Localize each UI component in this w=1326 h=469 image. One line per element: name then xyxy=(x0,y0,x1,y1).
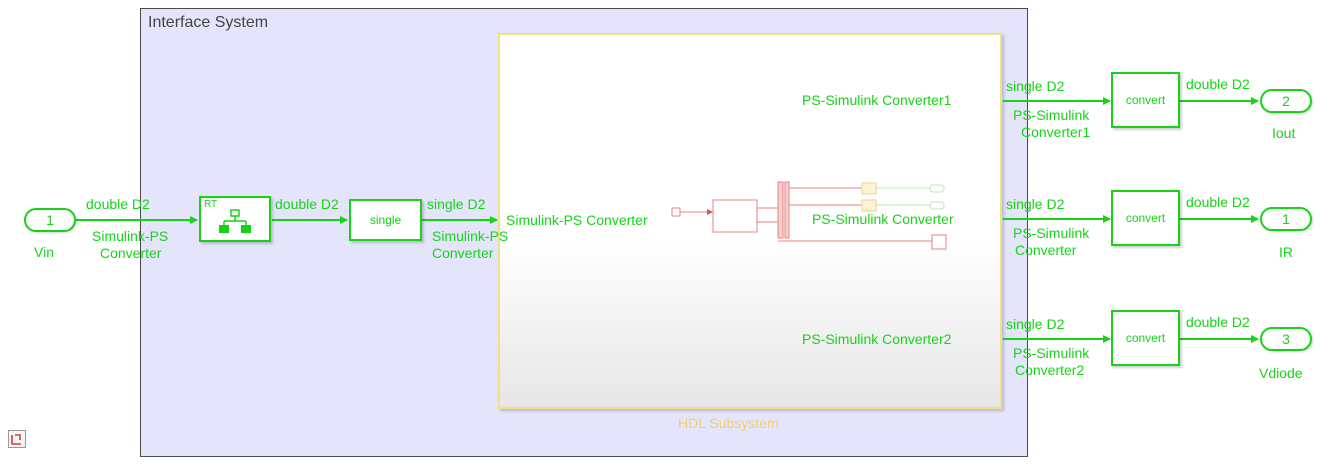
pss-line-2: Converter xyxy=(1015,242,1077,258)
outport-vdiode-label: Vdiode xyxy=(1259,365,1303,381)
signal-type-rt-out: double D2 xyxy=(275,196,339,212)
inport-vin-label: Vin xyxy=(34,244,54,260)
sps-converter-label-1: Simulink-PS Converter xyxy=(92,228,168,262)
outport-iout[interactable]: 2 xyxy=(1260,89,1312,113)
rt-label: RT xyxy=(204,199,218,210)
sps1-line-1: Simulink-PS xyxy=(92,228,169,244)
sps-converter-label-2: Simulink-PS Converter xyxy=(432,228,508,262)
pss-converter1-label: PS-Simulink Converter1 xyxy=(1013,107,1090,141)
convert-block-3[interactable]: convert xyxy=(1111,310,1180,366)
rate-transition-icon xyxy=(219,209,251,233)
sps2-line-1: Simulink-PS xyxy=(432,228,509,244)
outport-vdiode-number: 3 xyxy=(1282,331,1290,347)
rate-transition-block[interactable]: RT xyxy=(199,196,271,242)
convert2-label: convert xyxy=(1125,211,1166,225)
outport-iout-number: 2 xyxy=(1282,93,1290,109)
pss2-line-1: PS-Simulink xyxy=(1013,345,1090,361)
signal-type-ps: single D2 xyxy=(1006,196,1065,212)
signal-type-single-out: single D2 xyxy=(427,196,486,212)
convert-block-2[interactable]: convert xyxy=(1111,190,1180,246)
signal-type-ps2: single D2 xyxy=(1006,316,1065,332)
convert3-label: convert xyxy=(1125,331,1166,345)
hdl-port-out-label: PS-Simulink Converter xyxy=(812,211,954,227)
pss1-line-1: PS-Simulink xyxy=(1013,107,1090,123)
subsystem-badge-icon[interactable] xyxy=(8,430,26,448)
outport-ir-number: 1 xyxy=(1282,211,1290,227)
inport-vin-number: 1 xyxy=(46,212,54,228)
hdl-port-out1-label: PS-Simulink Converter1 xyxy=(802,92,952,108)
hdl-port-out2-label: PS-Simulink Converter2 xyxy=(802,331,952,347)
single-conversion-block[interactable]: single xyxy=(349,199,422,241)
pss2-line-2: Converter2 xyxy=(1015,362,1085,378)
outport-ir-label: IR xyxy=(1279,244,1293,260)
pss-line-1: PS-Simulink xyxy=(1013,225,1090,241)
inport-vin[interactable]: 1 xyxy=(24,208,76,232)
outport-iout-label: Iout xyxy=(1272,125,1296,141)
signal-type-out3: double D2 xyxy=(1186,314,1250,330)
signal-type-in: double D2 xyxy=(86,196,150,212)
sps2-line-2: Converter xyxy=(432,245,494,261)
badge-glyph-icon xyxy=(11,434,21,445)
interface-system-title: Interface System xyxy=(148,14,269,31)
signal-type-ps1: single D2 xyxy=(1006,78,1065,94)
convert1-label: convert xyxy=(1125,93,1166,107)
outport-ir[interactable]: 1 xyxy=(1260,207,1312,231)
hdl-internal-preview xyxy=(671,181,947,250)
pss-converter2-label: PS-Simulink Converter2 xyxy=(1013,345,1089,379)
convert-block-1[interactable]: convert xyxy=(1111,72,1180,128)
hdl-subsystem[interactable] xyxy=(498,33,1002,409)
sps1-line-2: Converter xyxy=(100,245,162,261)
signal-type-out2: double D2 xyxy=(1186,194,1250,210)
hdl-port-in-label: Simulink-PS Converter xyxy=(506,212,648,228)
pss1-line-2: Converter1 xyxy=(1021,124,1091,140)
single-label: single xyxy=(369,213,402,227)
pss-converter-label: PS-Simulink Converter xyxy=(1013,225,1089,259)
signal-type-out1: double D2 xyxy=(1186,76,1250,92)
outport-vdiode[interactable]: 3 xyxy=(1260,327,1312,351)
hdl-subsystem-label: HDL Subsystem xyxy=(678,415,779,431)
